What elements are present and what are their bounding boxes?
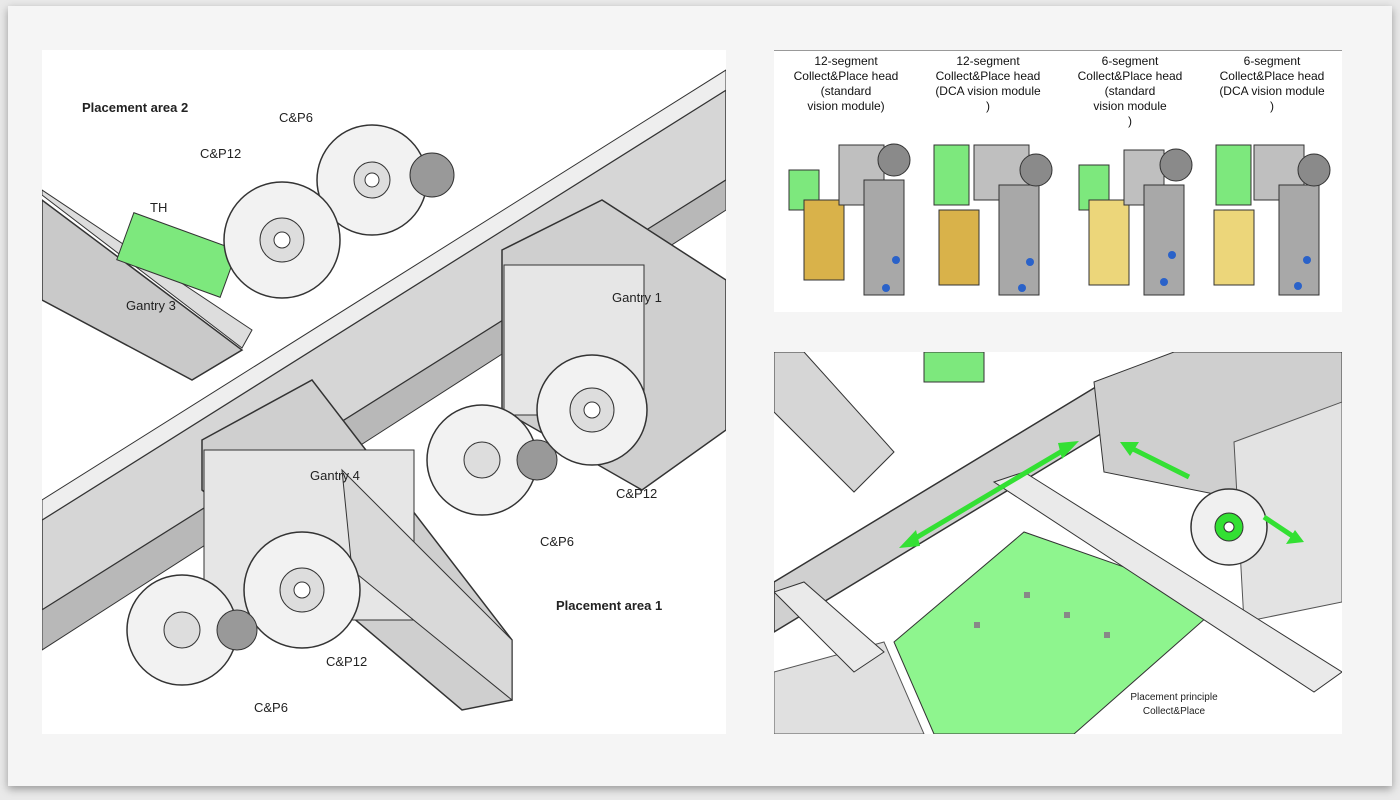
cp12-bottom-label: C&P12: [326, 654, 367, 669]
pcb-board: [893, 531, 1225, 734]
gantry-4-label: Gantry 4: [310, 468, 360, 483]
panel-top-rule: [774, 50, 1342, 51]
principle-head: [1190, 488, 1268, 566]
cp6-head-top: [316, 124, 455, 236]
cp6-top-label: C&P6: [279, 110, 313, 125]
feeder-trays: [774, 401, 1342, 734]
cp6-head-bottom: [126, 574, 258, 686]
principle-caption-line-1: Placement principle: [1130, 692, 1218, 703]
head-illustration-2: [933, 144, 1053, 296]
transport-beam: [774, 471, 1342, 693]
cp6-right-label: C&P6: [540, 534, 574, 549]
cp12-top-label: C&P12: [200, 146, 241, 161]
principle-rail: [774, 352, 1342, 633]
head-caption-3: 6-segment Collect&Place head (standard v…: [1077, 54, 1183, 128]
gantry-3-label: Gantry 3: [126, 298, 176, 313]
placement-area-2-label: Placement area 2: [82, 100, 188, 115]
placement-heads-panel: 12-segment Collect&Place head (standard …: [774, 50, 1342, 312]
head-illustration-4: [1213, 144, 1331, 296]
cp12-head-top: [223, 181, 341, 299]
cp12-right-label: C&P12: [616, 486, 657, 501]
placement-principle-panel: Placement principle Collect&Place: [774, 352, 1342, 734]
head-caption-1: 12-segment Collect&Place head (standard …: [793, 54, 899, 113]
head-caption-4: 6-segment Collect&Place head (DCA vision…: [1219, 54, 1325, 113]
placement-area-1-label: Placement area 1: [556, 598, 662, 613]
th-label: TH: [150, 200, 167, 215]
cp6-head-right: [426, 404, 558, 516]
cp12-head-right: [536, 354, 648, 466]
cp12-head-bottom: [243, 531, 361, 649]
motion-arrows-icon: [899, 441, 1304, 548]
gantry-3-beam: [42, 189, 253, 381]
head-illustration-1: [788, 143, 911, 296]
cp6-bottom-label: C&P6: [254, 700, 288, 715]
head-caption-2: 12-segment Collect&Place head (DCA visio…: [935, 54, 1041, 113]
gantry-1-label: Gantry 1: [612, 290, 662, 305]
head-illustration-3: [1078, 148, 1193, 296]
principle-caption-line-2: Collect&Place: [1143, 706, 1206, 717]
gantry-overview-diagram: Placement area 2 Placement area 1 TH Gan…: [42, 50, 726, 734]
